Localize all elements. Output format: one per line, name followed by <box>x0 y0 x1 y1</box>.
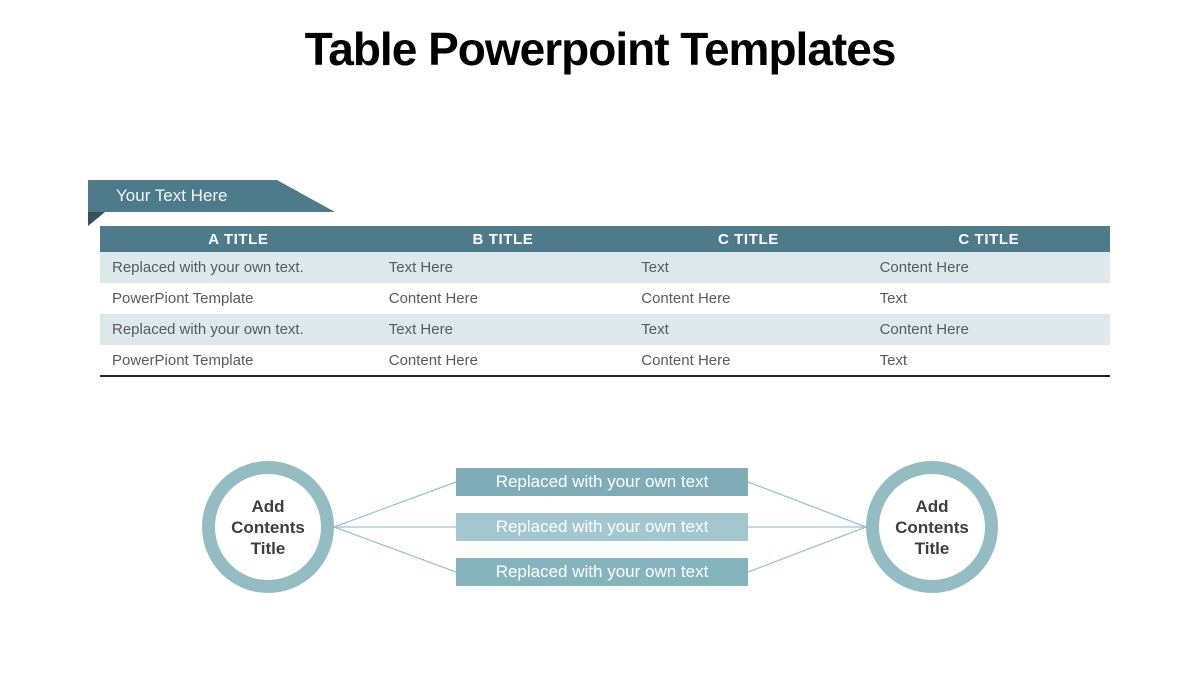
header-cell-c-title-1: C TITLE <box>629 226 868 252</box>
left-circle-label: Add Contents Title <box>231 496 305 558</box>
table-cell: Content Here <box>376 283 630 314</box>
tab-fold-triangle <box>88 212 105 226</box>
right-circle-label: Add Contents Title <box>895 496 969 558</box>
table-cell: Content Here <box>867 252 1110 283</box>
table-cell: PowerPiont Template <box>100 345 377 376</box>
table-cell: Content Here <box>867 314 1110 345</box>
right-contents-circle: Add Contents Title <box>866 461 998 593</box>
diagram-bar: Replaced with your own text <box>456 558 748 586</box>
table-cell: Content Here <box>629 283 868 314</box>
left-contents-circle: Add Contents Title <box>202 461 334 593</box>
table-cell: Replaced with your own text. <box>100 252 377 283</box>
header-cell-a-title: A TITLE <box>100 226 377 252</box>
table-cell: Text <box>867 283 1110 314</box>
table-cell: Text <box>867 345 1110 376</box>
content-table: A TITLE B TITLE C TITLE C TITLE Replaced… <box>100 226 1110 377</box>
diagram-bar: Replaced with your own text <box>456 468 748 496</box>
table-row: PowerPiont Template Content Here Content… <box>100 345 1110 376</box>
table-row: Replaced with your own text. Text Here T… <box>100 314 1110 345</box>
table-cell: Content Here <box>376 345 630 376</box>
table-header-row: A TITLE B TITLE C TITLE C TITLE <box>100 226 1110 252</box>
table-cell: Text <box>629 252 868 283</box>
table-row: Replaced with your own text. Text Here T… <box>100 252 1110 283</box>
diagram-bar: Replaced with your own text <box>456 513 748 541</box>
page-title: Table Powerpoint Templates <box>304 23 897 75</box>
table-cell: Text Here <box>376 314 630 345</box>
header-cell-c-title-2: C TITLE <box>867 226 1110 252</box>
tab-label: Your Text Here <box>116 186 228 205</box>
table-cell: Content Here <box>629 345 868 376</box>
table-cell: PowerPiont Template <box>100 283 377 314</box>
your-text-here-tab: Your Text Here <box>88 180 335 212</box>
table-cell: Text <box>629 314 868 345</box>
table-cell: Replaced with your own text. <box>100 314 377 345</box>
header-cell-b-title: B TITLE <box>376 226 630 252</box>
table-row: PowerPiont Template Content Here Content… <box>100 283 1110 314</box>
table-cell: Text Here <box>376 252 630 283</box>
